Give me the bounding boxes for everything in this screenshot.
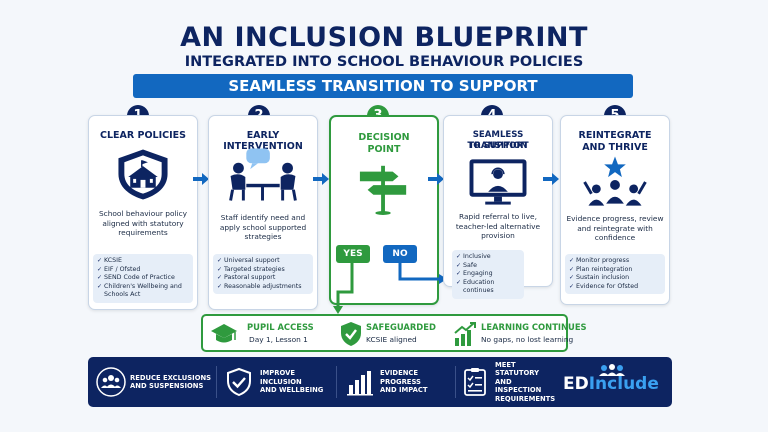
list-item: Monitor progress	[569, 257, 661, 266]
no-arrow	[398, 262, 447, 284]
list-item: Sustain inclusion	[569, 274, 661, 283]
step-3-title-line1: DECISION	[358, 132, 410, 143]
step-4-title-line1: SEAMLESS TRANSITION	[468, 130, 528, 151]
step-2-list: Universal support Targeted strategies Pa…	[213, 254, 313, 295]
footer-text: AND WELLBEING	[260, 386, 324, 395]
outcome-title: LEARNING CONTINUES	[481, 322, 587, 332]
list-item: Targeted strategies	[217, 266, 309, 275]
list-item: Evidence for Ofsted	[569, 283, 661, 292]
footer-divider	[216, 366, 217, 398]
arrow-right-icon	[428, 173, 444, 185]
growth-chart-icon	[454, 322, 476, 346]
footer-text: AND IMPACT	[380, 386, 428, 395]
outcome-safeguarded: SAFEGUARDED KCSIE aligned	[334, 316, 449, 350]
page-subtitle: INTEGRATED INTO SCHOOL BEHAVIOUR POLICIE…	[184, 54, 584, 70]
list-item: Plan reintegration	[569, 266, 661, 275]
step-3-title-line2: POINT	[367, 144, 401, 155]
banner: SEAMLESS TRANSITION TO SUPPORT	[133, 74, 633, 98]
outcomes-bar: PUPIL ACCESS Day 1, Lesson 1 SAFEGUARDED…	[201, 314, 587, 352]
footer-divider	[455, 366, 456, 398]
footer-text: REQUIREMENTS	[495, 394, 556, 403]
list-item: EIF / Ofsted	[97, 266, 189, 275]
shield-check-icon	[227, 367, 251, 397]
step-2-title: EARLY INTERVENTION	[223, 130, 303, 152]
list-item: Children's Wellbeing and Schools Act	[97, 283, 189, 300]
footer-text: IMPROVE INCLUSION	[260, 369, 302, 386]
step-3-card: DECISION POINT	[329, 115, 439, 305]
step-1-list: KCSIE EIF / Ofsted SEND Code of Practice…	[93, 254, 193, 303]
step-4-description: Rapid referral to live, teacher-led alte…	[455, 212, 541, 240]
step-5-title-line2: AND THRIVE	[582, 142, 648, 153]
footer-divider	[336, 366, 337, 398]
outcome-title: PUPIL ACCESS	[247, 322, 314, 332]
outcome-learning-continues: LEARNING CONTINUES No gaps, no lost lear…	[453, 316, 587, 350]
step-2-description: Staff identify need and apply school sup…	[219, 213, 307, 241]
footer-text: AND INSPECTION	[495, 377, 542, 395]
bar-chart-icon	[347, 371, 373, 396]
footer-text: EVIDENCE PROGRESS	[380, 369, 421, 386]
edinclude-logo: EDInclude	[563, 374, 659, 394]
outcome-subtitle: KCSIE aligned	[366, 335, 417, 344]
no-label: NO	[383, 245, 417, 263]
arrow-right-icon	[313, 173, 329, 185]
logo-suffix: Include	[588, 374, 659, 394]
step-4-title-line2: TO SUPPORT	[467, 141, 529, 151]
step-5-title-line1: REINTEGRATE	[578, 130, 652, 141]
celebrating-group-icon	[583, 156, 647, 206]
list-item: KCSIE	[97, 257, 189, 266]
outcome-pupil-access: PUPIL ACCESS Day 1, Lesson 1	[203, 316, 328, 350]
list-item: Inclusive	[456, 253, 520, 262]
outcome-subtitle: Day 1, Lesson 1	[249, 335, 308, 344]
step-1-title: CLEAR POLICIES	[100, 130, 186, 141]
list-item: Universal support	[217, 257, 309, 266]
list-item: Safe	[456, 262, 520, 271]
online-tutor-icon	[469, 159, 527, 205]
step-1-description: School behaviour policy aligned with sta…	[98, 209, 188, 237]
checklist-icon	[464, 368, 486, 396]
meeting-icon	[229, 148, 297, 201]
step-4-list: Inclusive Safe Engaging Education contin…	[452, 250, 524, 299]
outcome-title: SAFEGUARDED	[366, 322, 436, 332]
footer-text: REDUCE EXCLUSIONS	[130, 373, 212, 382]
list-item: Engaging	[456, 270, 520, 279]
list-item: Pastoral support	[217, 274, 309, 283]
footer-text: MEET STATUTORY	[495, 360, 540, 378]
step-5-description: Evidence progress, review and reintegrat…	[566, 214, 664, 242]
yes-label: YES	[336, 245, 370, 263]
arrow-right-icon	[543, 173, 559, 185]
arrow-right-icon	[193, 173, 209, 185]
signpost-icon	[359, 165, 407, 215]
yes-arrow	[333, 262, 354, 314]
list-item: SEND Code of Practice	[97, 274, 189, 283]
step-5-list: Monitor progress Plan reintegration Sust…	[565, 254, 665, 295]
step-1-card: CLEAR POLICIES School behaviour policy a…	[88, 115, 198, 310]
graduation-cap-icon	[211, 324, 237, 343]
step-4-card: SEAMLESS TRANSITION TO SUPPORT Rapid ref…	[443, 115, 553, 299]
step-2-card: EARLY INTERVENTION Staff identify need a…	[208, 115, 318, 310]
step-5-card: REINTEGRATE AND THRIVE Evidence progress…	[560, 115, 670, 305]
school-shield-icon	[118, 149, 168, 200]
group-icon	[96, 367, 126, 397]
footer-text: AND SUSPENSIONS	[130, 382, 204, 390]
list-item: Reasonable adjustments	[217, 283, 309, 292]
page-title: AN INCLUSION BLUEPRINT	[180, 22, 588, 53]
shield-check-icon	[341, 322, 361, 346]
outcome-subtitle: No gaps, no lost learning	[481, 335, 574, 344]
list-item: Education continues	[456, 279, 520, 296]
logo-prefix: ED	[563, 374, 589, 394]
logo-people-icon	[599, 364, 625, 376]
